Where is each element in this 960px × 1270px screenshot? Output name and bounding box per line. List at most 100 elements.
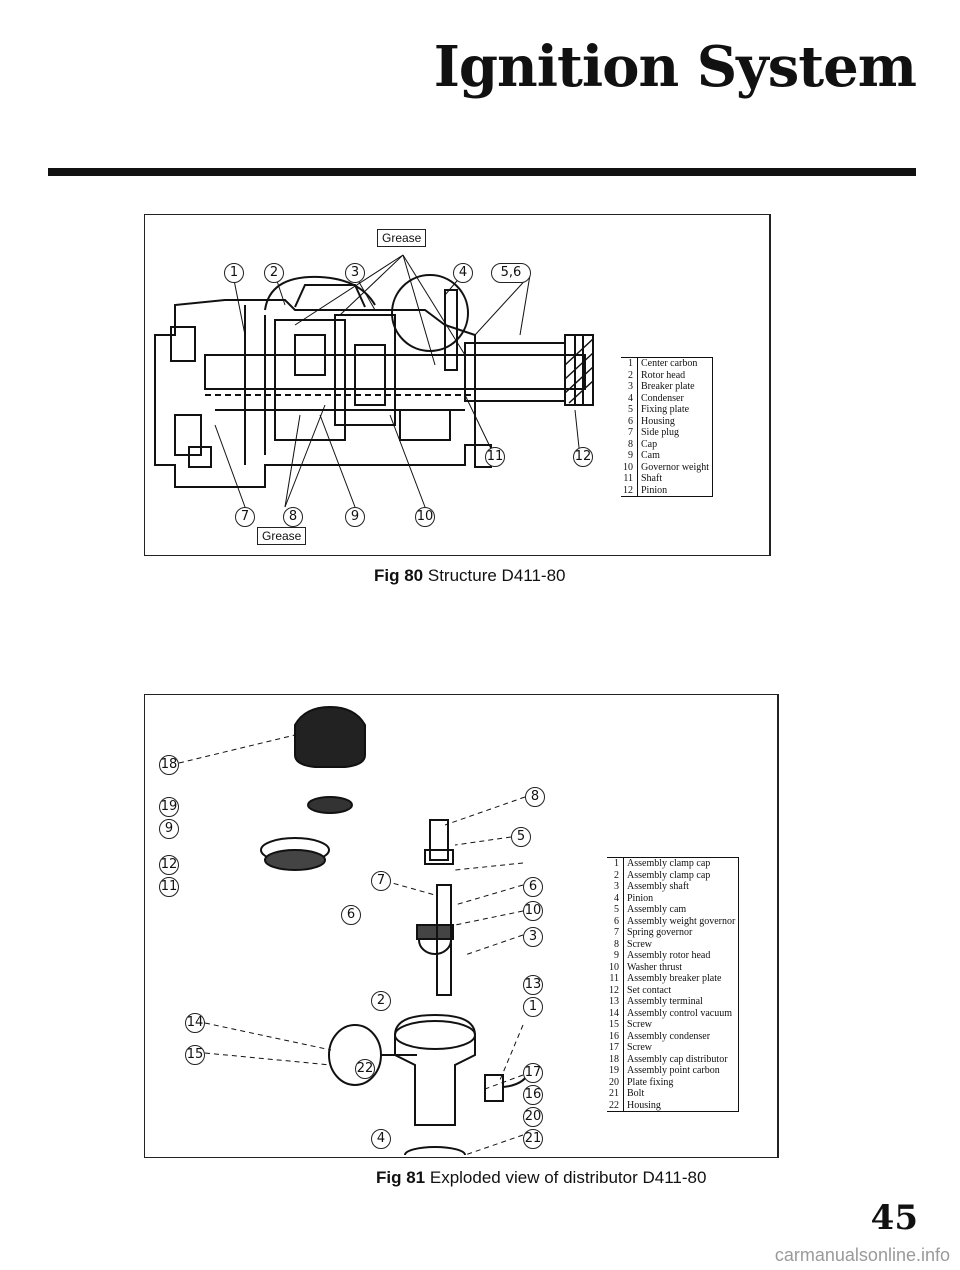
legend-number: 18 <box>607 1053 624 1065</box>
legend-part-name: Rotor head <box>637 369 714 381</box>
legend-number: 6 <box>621 415 638 427</box>
callout-9: 9 <box>345 507 365 527</box>
callout-10: 10 <box>523 901 543 921</box>
legend-number: 16 <box>607 1030 624 1042</box>
legend-number: 19 <box>607 1065 624 1077</box>
legend-number: 5 <box>621 404 638 416</box>
grease-label-bottom: Grease <box>257 527 307 545</box>
page-number: 45 <box>870 1198 918 1238</box>
callout-16: 16 <box>523 1085 543 1105</box>
legend-part-name: Screw <box>623 938 740 950</box>
caption-text: Exploded view of distributor D411-80 <box>429 1168 707 1187</box>
callout-7: 7 <box>235 507 255 527</box>
legend-part-name: Fixing plate <box>637 404 714 416</box>
legend-number: 17 <box>607 1042 624 1054</box>
legend-part-name: Assembly clamp cap <box>623 857 740 870</box>
legend-part-name: Cam <box>637 450 714 462</box>
legend-part-name: Cap <box>637 438 714 450</box>
callout-11: 11 <box>485 447 505 467</box>
legend-number: 5 <box>607 904 624 916</box>
legend-part-name: Spring governor <box>623 927 740 939</box>
callout-12: 12 <box>573 447 593 467</box>
legend-part-name: Assembly clamp cap <box>623 869 740 881</box>
legend-part-name: Assembly breaker plate <box>623 973 740 985</box>
figure-structure: Grease Grease 1 2 3 4 5,6 7 8 9 10 11 12… <box>144 214 771 556</box>
legend-number: 2 <box>621 369 638 381</box>
callout-3: 3 <box>345 263 365 283</box>
legend-number: 11 <box>621 473 638 485</box>
callout-1: 1 <box>224 263 244 283</box>
callout-22: 22 <box>355 1059 375 1079</box>
legend-number: 21 <box>607 1088 624 1100</box>
callout-18: 18 <box>159 755 179 775</box>
legend-part-name: Pinion <box>623 892 740 904</box>
legend-number: 7 <box>607 927 624 939</box>
callout-9: 9 <box>159 819 179 839</box>
callout-3: 3 <box>523 927 543 947</box>
caption-fig-number: Fig 80 <box>374 566 424 585</box>
legend-part-name: Screw <box>623 1042 740 1054</box>
callout-15: 15 <box>185 1045 205 1065</box>
legend-part-name: Assembly condenser <box>623 1030 740 1042</box>
callout-8: 8 <box>283 507 303 527</box>
legend-part-name: Assembly weight governor <box>623 915 740 927</box>
legend-part-name: Housing <box>623 1099 740 1112</box>
legend-part-name: Governor weight <box>637 461 714 473</box>
legend-number: 14 <box>607 1007 624 1019</box>
exploded-drawing <box>178 705 531 1155</box>
legend-part-name: Side plug <box>637 427 714 439</box>
header-rule <box>48 168 916 176</box>
legend-part-name: Screw <box>623 1019 740 1031</box>
callout-5: 5 <box>511 827 531 847</box>
figure-caption-structure: Fig 80 Structure D411-80 <box>374 566 566 586</box>
legend-part-name: Assembly point carbon <box>623 1065 740 1077</box>
callout-5-6: 5,6 <box>491 263 531 283</box>
legend-number: 8 <box>621 438 638 450</box>
callout-6: 6 <box>523 877 543 897</box>
callout-8: 8 <box>525 787 545 807</box>
legend-part-name: Assembly cam <box>623 904 740 916</box>
callout-4: 4 <box>371 1129 391 1149</box>
legend-number: 10 <box>607 961 624 973</box>
legend-part-name: Pinion <box>637 484 714 497</box>
legend-part-name: Bolt <box>623 1088 740 1100</box>
caption-text: Structure D411-80 <box>427 566 566 585</box>
legend-number: 3 <box>607 881 624 893</box>
callout-2: 2 <box>264 263 284 283</box>
callout-14: 14 <box>185 1013 205 1033</box>
watermark: carmanualsonline.info <box>774 1245 950 1265</box>
legend-part-name: Assembly cap distributor <box>623 1053 740 1065</box>
legend-number: 9 <box>607 950 624 962</box>
legend-part-name: Condenser <box>637 392 714 404</box>
callout-2: 2 <box>371 991 391 1011</box>
legend-number: 4 <box>607 892 624 904</box>
legend-part-name: Housing <box>637 415 714 427</box>
callout-10: 10 <box>415 507 435 527</box>
legend-number: 15 <box>607 1019 624 1031</box>
callout-1: 1 <box>523 997 543 1017</box>
callout-6-left: 6 <box>341 905 361 925</box>
legend-part-name: Assembly shaft <box>623 881 740 893</box>
legend-number: 1 <box>621 357 638 370</box>
